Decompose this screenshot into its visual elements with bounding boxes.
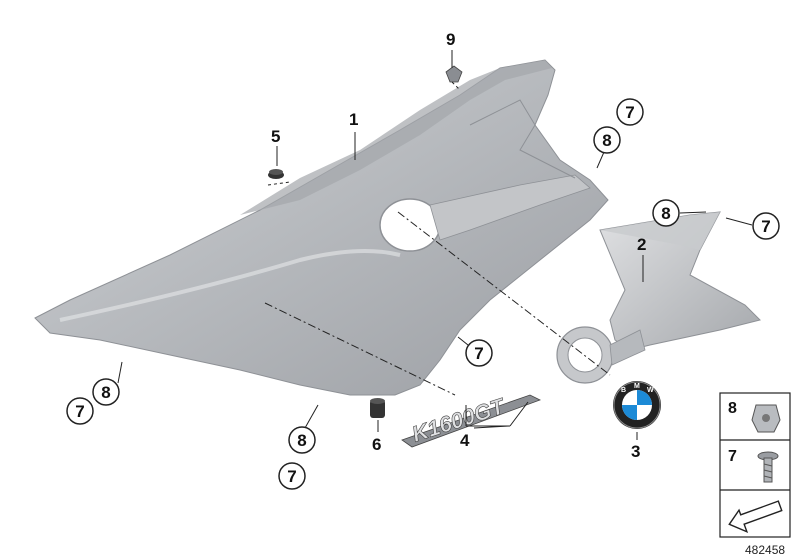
circle-label-8-top: 8 (593, 126, 621, 154)
circle-label-7-right: 7 (752, 212, 780, 240)
part-label-5: 5 (271, 127, 280, 146)
part-label-1: 1 (349, 110, 358, 129)
part-label-6: 6 (372, 435, 381, 454)
svg-text:8: 8 (101, 383, 110, 402)
circle-label-7-mid: 7 (465, 339, 493, 367)
bmw-emblem-part-3: B M W (613, 381, 661, 429)
svg-text:7: 7 (761, 217, 770, 236)
grommet-part-5 (268, 169, 284, 179)
svg-text:8: 8 (602, 131, 611, 150)
hardware-legend: 8 7 (719, 392, 791, 538)
part-label-4: 4 (460, 431, 470, 450)
clip-nut-icon (751, 404, 781, 433)
leader-lines (117, 50, 753, 440)
svg-text:7: 7 (474, 344, 483, 363)
k1600gt-emblem-text: K1600GT (409, 393, 509, 447)
bmw-letter-w: W (647, 387, 654, 394)
bmw-letter-m: M (634, 383, 640, 390)
svg-text:7: 7 (75, 402, 84, 421)
circle-label-7-bottom: 7 (278, 462, 306, 490)
part-label-2: 2 (637, 235, 646, 254)
rubber-buffer-part-6 (370, 398, 385, 418)
svg-text:8: 8 (661, 204, 670, 223)
circle-label-8-right: 8 (652, 199, 680, 227)
screw-icon (757, 451, 779, 483)
circled-labels: 7 8 8 7 7 7 8 8 (66, 98, 780, 490)
part-label-9: 9 (446, 30, 455, 49)
circle-label-7-top: 7 (616, 98, 644, 126)
assembly-lines (264, 81, 611, 396)
svg-text:7: 7 (625, 103, 634, 122)
k1600gt-emblem-part-4: K1600GT (401, 393, 542, 448)
legend-label-8: 8 (728, 400, 737, 417)
cover-part-2 (556, 211, 761, 384)
part-number-labels: 1 9 5 2 3 6 4 (271, 30, 646, 461)
direction-arrow-icon (728, 500, 783, 533)
svg-text:7: 7 (287, 467, 296, 486)
legend-label-7: 7 (728, 448, 737, 465)
part-label-3: 3 (631, 442, 640, 461)
clip-nut-part-9 (445, 65, 463, 83)
circle-label-8-left: 8 (92, 378, 120, 406)
circle-label-7-left: 7 (66, 397, 94, 425)
circle-label-8-bottom: 8 (288, 426, 316, 454)
side-panel-part-1 (34, 59, 609, 396)
svg-text:8: 8 (297, 431, 306, 450)
bmw-letter-b: B (621, 387, 626, 394)
reference-number: 482458 (745, 543, 785, 557)
